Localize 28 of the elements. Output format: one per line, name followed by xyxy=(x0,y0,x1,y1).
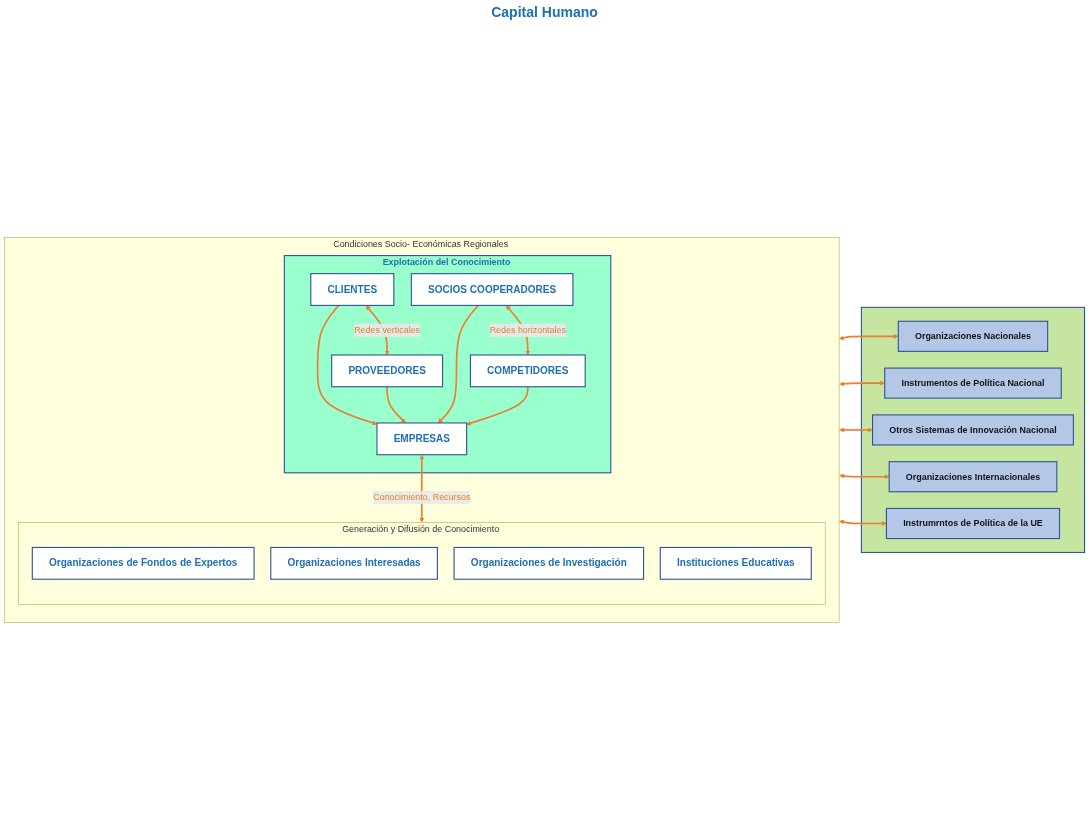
cluster xyxy=(860,306,1086,553)
arrow xyxy=(839,427,873,432)
node-box: COMPETIDORES xyxy=(469,354,586,387)
node-box: Otros Sistemas de Innovación Nacional xyxy=(872,413,1074,446)
node-box: Instrumentos de Política Nacional xyxy=(884,367,1062,399)
node-box: Organizaciones Nacionales xyxy=(897,320,1049,352)
node-box: PROVEEDORES xyxy=(331,354,444,387)
node-box: Organizaciones de Fondos de Expertos xyxy=(31,546,255,580)
arrow xyxy=(839,380,885,386)
arrow xyxy=(466,385,529,425)
edge-label: Conocimiento, Recursos xyxy=(373,492,471,502)
arrow xyxy=(316,304,378,425)
arrow xyxy=(386,385,406,423)
annotation-text: Capital Humano xyxy=(491,4,598,20)
node-box: SOCIOS COOPERADORES xyxy=(410,272,574,306)
arrow xyxy=(839,519,887,526)
node-box: EMPRESAS xyxy=(376,422,468,455)
edge-label: Redes horizontales xyxy=(489,324,566,335)
node-box: Organizaciones Internacionales xyxy=(888,460,1058,492)
arrow xyxy=(839,333,899,340)
node-box: Organizaciones Interesadas xyxy=(270,546,438,580)
node-box: Organizaciones de Investigación xyxy=(453,546,645,580)
node-box: CLIENTES xyxy=(310,272,395,306)
edge-label: Redes verticales xyxy=(354,324,421,335)
arrow xyxy=(437,304,480,423)
node-box: Instrumrntos de Política de la UE xyxy=(885,507,1061,539)
arrow xyxy=(839,473,890,479)
node-box: Instituciones Educativas xyxy=(659,546,812,580)
